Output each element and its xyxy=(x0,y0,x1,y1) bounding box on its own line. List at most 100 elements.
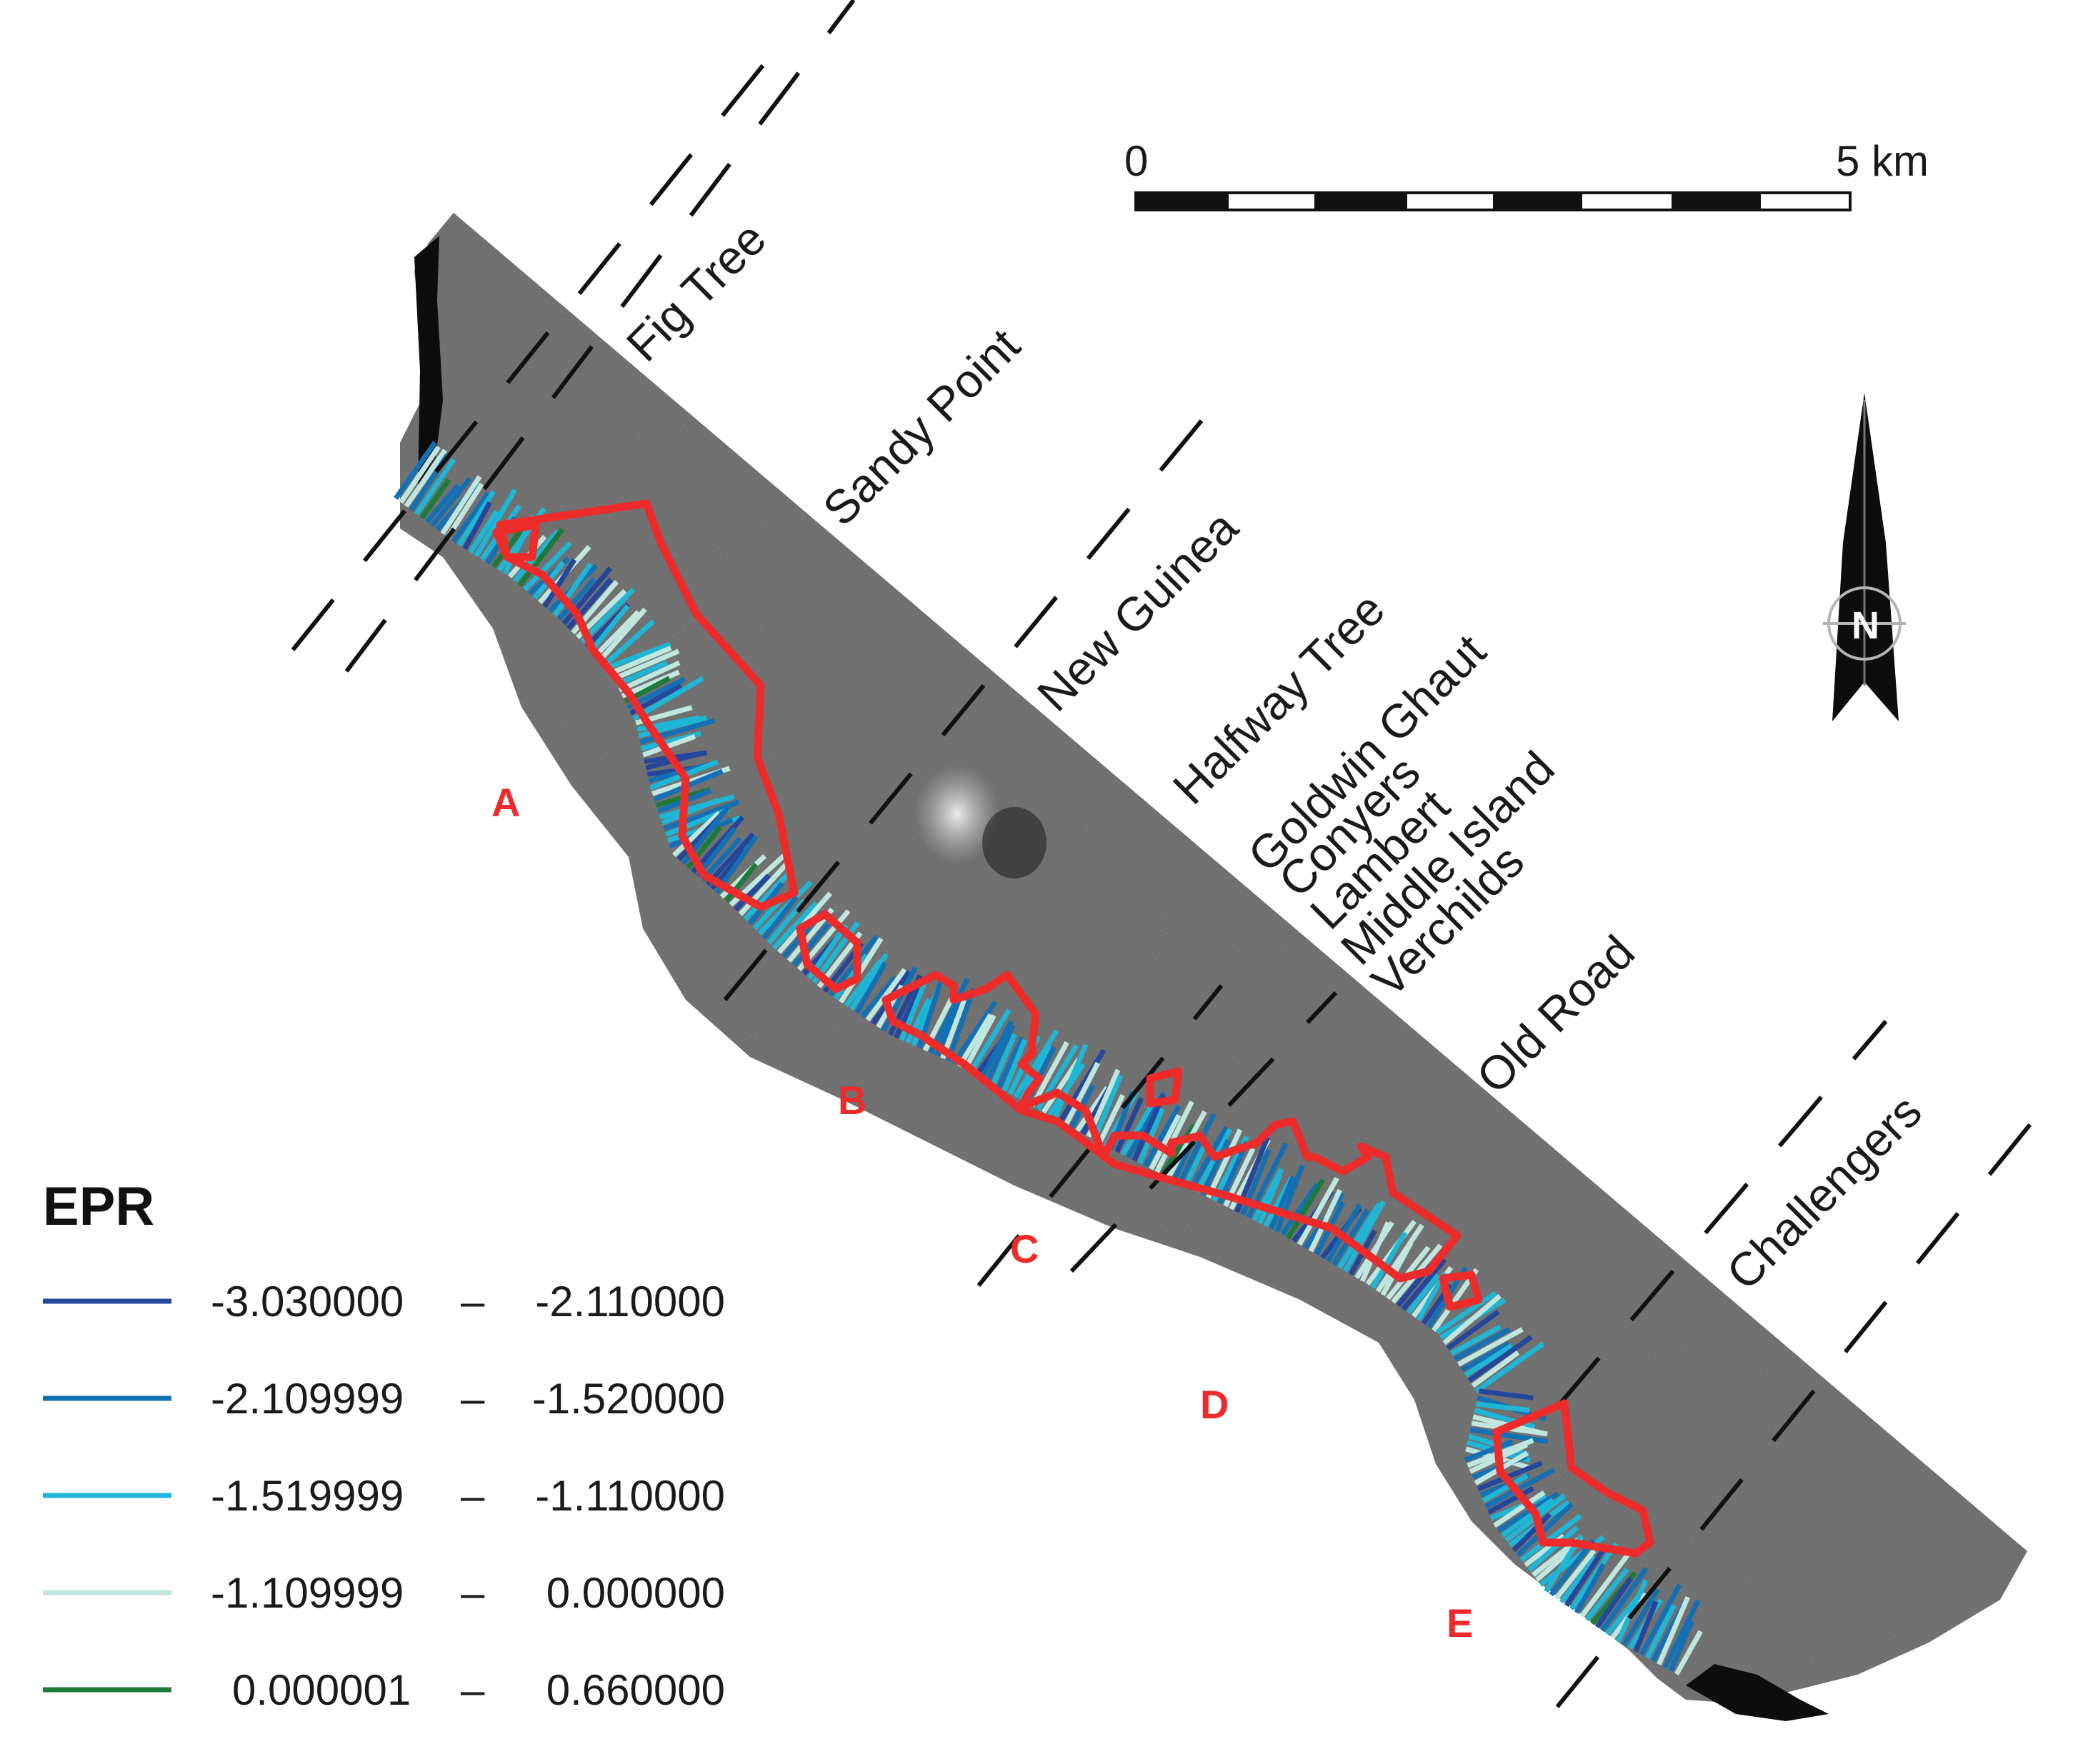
zone-label-e: E xyxy=(1447,1600,1473,1645)
epr-transect xyxy=(517,528,564,587)
cloud xyxy=(914,764,1000,864)
epr-transect xyxy=(1064,1061,1101,1126)
epr-transect xyxy=(849,953,889,1011)
transect-guide-lines xyxy=(291,0,2052,1708)
epr-transect xyxy=(1457,1327,1524,1367)
place-new-guinea: New Guinea xyxy=(1027,501,1248,721)
epr-transect xyxy=(968,1008,1011,1074)
epr-transect xyxy=(1359,1221,1391,1283)
epr-transect xyxy=(1487,1485,1534,1515)
epr-transect xyxy=(1668,1620,1694,1673)
epr-transect xyxy=(603,619,656,667)
legend-sep: – xyxy=(461,1278,485,1325)
epr-transect xyxy=(1469,1427,1549,1444)
epr-transect xyxy=(1474,1341,1545,1393)
epr-transect xyxy=(865,968,907,1022)
zone-outline-e xyxy=(1492,1399,1654,1558)
place-sandy-point: Sandy Point xyxy=(813,319,1030,536)
legend-item: -1.519999 – -1.110000 xyxy=(43,1472,725,1520)
epr-transect xyxy=(566,577,614,631)
epr-transect xyxy=(833,953,869,1001)
epr-transect xyxy=(414,458,456,516)
epr-transect xyxy=(557,577,596,621)
epr-transect xyxy=(1493,1490,1546,1528)
epr-transect xyxy=(1564,1548,1606,1608)
epr-transect xyxy=(1337,1202,1382,1270)
epr-transect xyxy=(957,1013,993,1068)
place-old-road: Old Road xyxy=(1467,925,1644,1103)
epr-transect xyxy=(724,862,759,903)
epr-transect xyxy=(1114,1097,1144,1153)
epr-transect xyxy=(1120,1101,1156,1156)
epr-transect xyxy=(1579,1552,1631,1618)
epr-transect xyxy=(561,566,613,626)
epr-transect xyxy=(1662,1599,1701,1669)
epr-transect xyxy=(929,977,970,1055)
epr-transect xyxy=(512,529,560,583)
zone-label-d: D xyxy=(1200,1382,1229,1427)
legend-sep: – xyxy=(461,1569,485,1617)
epr-transect xyxy=(1594,1577,1633,1629)
epr-transect xyxy=(1297,1176,1339,1246)
epr-transect xyxy=(771,901,819,950)
legend: EPR -3.030000 – -2.110000 -2.109999 – -1… xyxy=(43,1176,725,1714)
epr-transect xyxy=(979,1020,1014,1080)
epr-transect xyxy=(893,986,922,1039)
legend-from: -1.109999 xyxy=(211,1569,404,1617)
scale-start-label: 0 xyxy=(1124,137,1148,185)
epr-transect xyxy=(589,604,630,653)
legend-item: -3.030000 – -2.110000 xyxy=(43,1278,725,1325)
place-challengers: Challengers xyxy=(1717,1085,1932,1300)
epr-transect xyxy=(1370,1231,1408,1289)
epr-transect xyxy=(738,862,789,916)
epr-transect xyxy=(1450,1324,1502,1356)
epr-transect xyxy=(1475,1401,1530,1413)
epr-transect xyxy=(1406,1273,1440,1315)
epr-transect xyxy=(639,718,716,745)
legend-to: 0.660000 xyxy=(546,1666,725,1714)
epr-transect xyxy=(419,478,451,520)
epr-transect xyxy=(1467,1335,1533,1383)
cloud-shadow xyxy=(982,807,1047,878)
legend-sep: – xyxy=(461,1472,485,1520)
legend-from: -2.109999 xyxy=(211,1375,404,1423)
epr-transect xyxy=(1512,1512,1552,1553)
epr-transect xyxy=(985,1024,1016,1083)
legend-item: -1.109999 – 0.000000 xyxy=(43,1569,725,1617)
epr-transect xyxy=(1058,1048,1107,1123)
scale-bar-segment xyxy=(1314,194,1407,209)
epr-transect xyxy=(1500,1497,1554,1538)
epr-transect xyxy=(424,483,461,523)
legend-from: 0.000001 xyxy=(232,1666,411,1714)
epr-transect xyxy=(1274,1164,1305,1233)
epr-transect xyxy=(1461,1341,1510,1373)
epr-transect xyxy=(542,558,577,608)
epr-transect xyxy=(598,607,647,662)
epr-transect xyxy=(700,836,742,882)
epr-transect xyxy=(1516,1502,1574,1558)
epr-transect xyxy=(1527,1525,1579,1573)
imagery-texture xyxy=(400,213,2027,1703)
epr-transect xyxy=(456,490,496,547)
epr-transect xyxy=(1519,1514,1582,1563)
epr-transect xyxy=(1639,1583,1682,1656)
epr-transect xyxy=(1200,1138,1231,1196)
epr-transect xyxy=(1308,1188,1342,1253)
zone-outline-a-small xyxy=(492,521,540,561)
epr-transect xyxy=(404,448,447,508)
zone-outline-b1 xyxy=(796,910,861,993)
epr-transect xyxy=(734,873,771,912)
epr-transect xyxy=(399,445,441,504)
dark-shore-se xyxy=(1686,1664,1829,1721)
epr-transect xyxy=(1143,1105,1182,1168)
epr-transect xyxy=(1549,1538,1596,1597)
epr-transect xyxy=(854,961,888,1015)
epr-transect xyxy=(672,811,721,858)
epr-transect xyxy=(860,974,899,1018)
transect-guide-line xyxy=(723,395,1224,1001)
epr-transect xyxy=(1435,1291,1497,1335)
zone-label-a: A xyxy=(491,780,520,825)
epr-transect xyxy=(1574,1563,1606,1614)
zone-label-c: C xyxy=(1010,1226,1039,1271)
transect-guide-line xyxy=(1555,1098,2052,1708)
